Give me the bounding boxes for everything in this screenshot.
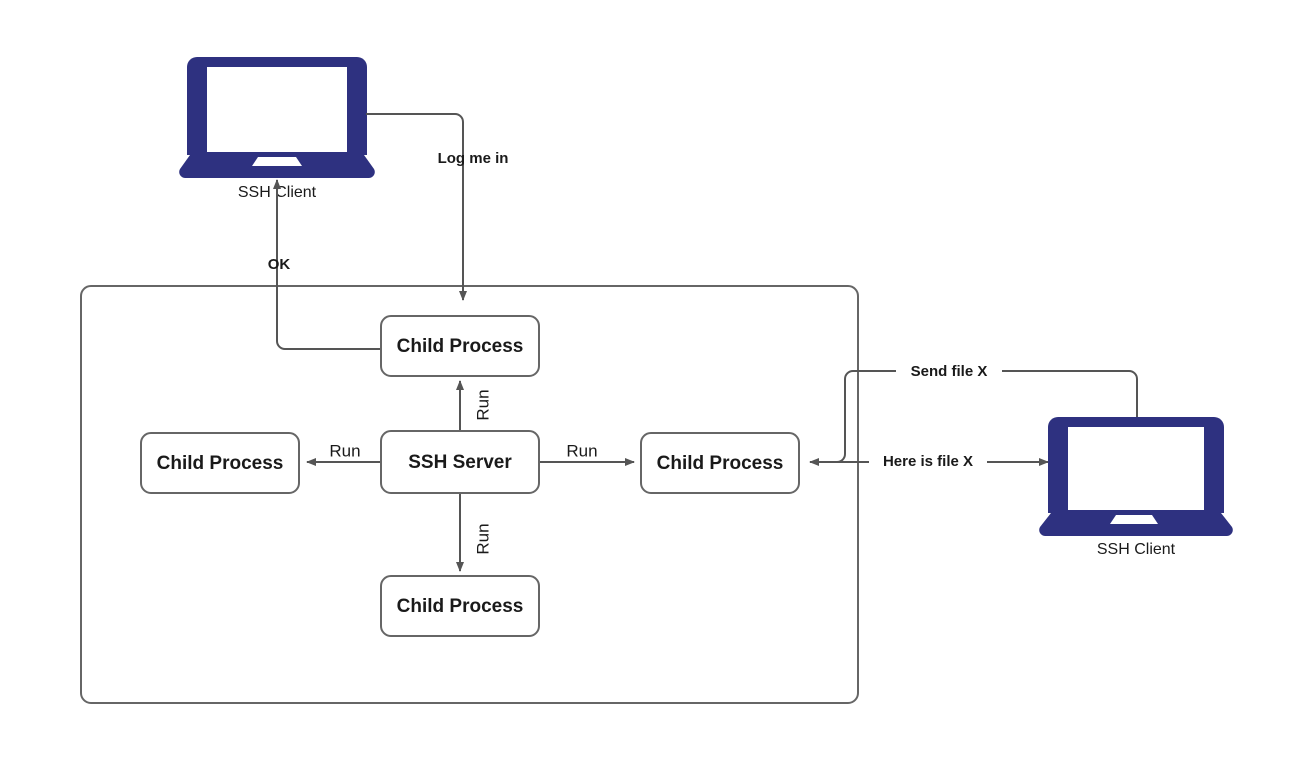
svg-text:Log me in: Log me in — [438, 150, 509, 167]
connector-ok — [273, 179, 381, 350]
node-child-process-left[interactable]: Child Process — [140, 432, 300, 494]
svg-text:Here is file X: Here is file X — [883, 453, 973, 470]
node-label-child-process-right: Child Process — [657, 453, 784, 474]
svg-text:Run: Run — [473, 389, 492, 420]
device-label-client-right: SSH Client — [1097, 541, 1176, 558]
node-child-process-bottom[interactable]: Child Process — [380, 575, 540, 637]
svg-text:Run: Run — [473, 523, 492, 554]
laptop-icon-client-top — [179, 57, 375, 178]
node-ssh-server[interactable]: SSH Server — [380, 430, 540, 494]
laptop-icon-client-right — [1039, 417, 1233, 536]
edge-label-ok: OK — [268, 256, 291, 273]
svg-text:Run: Run — [566, 441, 597, 460]
edge-label-send-file-x: Send file X — [896, 361, 1002, 381]
node-child-process-top[interactable]: Child Process — [380, 315, 540, 377]
edge-label-run-up: Run — [473, 389, 492, 420]
node-child-process-right[interactable]: Child Process — [640, 432, 800, 494]
node-label-child-process-bottom: Child Process — [397, 596, 524, 617]
node-label-child-process-left: Child Process — [157, 453, 284, 474]
node-label-ssh-server: SSH Server — [408, 452, 512, 473]
svg-text:OK: OK — [268, 256, 291, 273]
svg-text:Run: Run — [329, 441, 360, 460]
edge-label-run-down: Run — [473, 523, 492, 554]
svg-text:Send file X: Send file X — [911, 363, 988, 380]
connector-log-me-in — [366, 113, 467, 301]
edge-label-run-right: Run — [566, 441, 597, 460]
node-label-child-process-top: Child Process — [397, 336, 524, 357]
edge-label-log-me-in: Log me in — [438, 150, 509, 167]
edge-label-here-is-file-x: Here is file X — [869, 452, 987, 472]
edge-label-run-left: Run — [329, 441, 360, 460]
connector-send-file-x — [809, 370, 1138, 466]
server-host-container — [80, 285, 859, 704]
